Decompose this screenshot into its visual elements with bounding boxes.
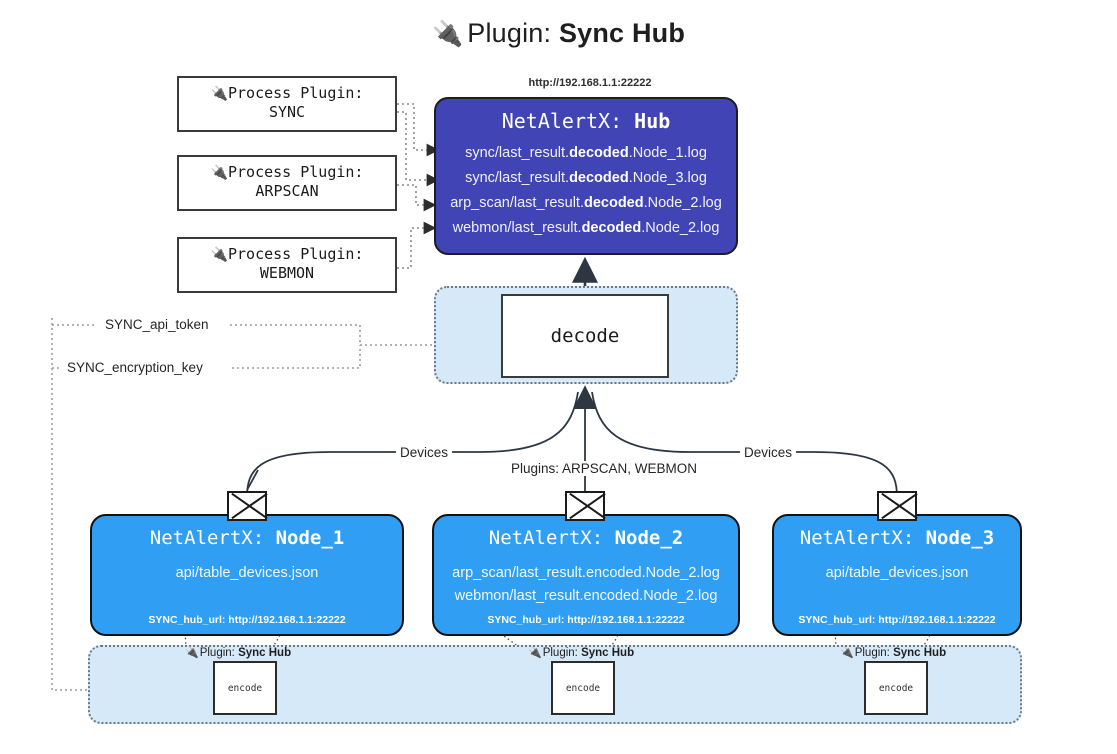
process-plugin-webmon-line2: WEBMON bbox=[259, 264, 315, 283]
plug-icon: 🔌 bbox=[185, 647, 199, 659]
encoder-2-label: 🔌Plugin: Sync Hub bbox=[528, 647, 635, 659]
process-plugin-box-webmon[interactable]: 🔌Process Plugin: WEBMON bbox=[177, 237, 397, 293]
node-line: webmon/last_result.encoded.Node_2.log bbox=[454, 588, 718, 605]
edge-label-plugins-center: Plugins: ARPSCAN, WEBMON bbox=[507, 461, 702, 476]
node-3-footer: SYNC_hub_url: http://192.168.1.1:22222 bbox=[798, 614, 996, 626]
wire-label-sync-api-token: SYNC_api_token bbox=[101, 317, 213, 332]
wire-arpscan-to-hub-log bbox=[397, 184, 437, 212]
plug-icon: 🔌 bbox=[210, 165, 228, 181]
process-plugin-sync-line2: SYNC bbox=[268, 103, 306, 122]
hub-node[interactable]: NetAlertX: Hub sync/last_result.decoded.… bbox=[434, 97, 738, 255]
hub-url-label: http://192.168.1.1:22222 bbox=[528, 77, 652, 89]
node-2-lines: arp_scan/last_result.encoded.Node_2.log … bbox=[434, 562, 738, 609]
node-line: arp_scan/last_result.encoded.Node_2.log bbox=[452, 565, 720, 581]
node-box-node-3[interactable]: NetAlertX: Node_3 api/table_devices.json… bbox=[772, 514, 1022, 636]
hub-log-line: sync/last_result.decoded.Node_1.log bbox=[465, 145, 707, 161]
hub-log-line: arp_scan/last_result.decoded.Node_2.log bbox=[450, 194, 722, 211]
process-plugin-sync-line1: 🔌Process Plugin: bbox=[210, 84, 364, 102]
encode-box-node-2[interactable]: encode bbox=[551, 661, 615, 715]
process-plugin-box-arpscan[interactable]: 🔌Process Plugin: ARPSCAN bbox=[177, 155, 397, 211]
hub-title-name: Hub bbox=[634, 109, 671, 133]
hub-log-line: webmon/last_result.decoded.Node_2.log bbox=[452, 219, 720, 236]
node-1-title: NetAlertX: Node_1 bbox=[149, 527, 345, 549]
process-plugin-arpscan-line2: ARPSCAN bbox=[255, 182, 319, 201]
node-3-lines: api/table_devices.json bbox=[774, 562, 1020, 585]
envelope-icon bbox=[877, 491, 917, 521]
plug-icon: 🔌 bbox=[528, 647, 542, 659]
page-title: 🔌Plugin: Sync Hub bbox=[0, 18, 1117, 49]
process-plugin-webmon-line1: 🔌Process Plugin: bbox=[210, 245, 364, 263]
plug-icon: 🔌 bbox=[210, 247, 228, 263]
node-3-title: NetAlertX: Node_3 bbox=[799, 527, 995, 549]
node-1-lines: api/table_devices.json bbox=[92, 562, 402, 585]
hub-title-prefix: NetAlertX: bbox=[501, 109, 635, 133]
node-line: api/table_devices.json bbox=[825, 565, 969, 581]
node-1-footer: SYNC_hub_url: http://192.168.1.1:22222 bbox=[148, 614, 346, 626]
decode-box[interactable]: decode bbox=[501, 294, 669, 378]
encoder-1-label: 🔌Plugin: Sync Hub bbox=[185, 647, 292, 659]
node-box-node-2[interactable]: NetAlertX: Node_2 arp_scan/last_result.e… bbox=[432, 514, 740, 636]
wire-node1-envelope-stub bbox=[246, 469, 259, 491]
plug-icon: 🔌 bbox=[431, 20, 464, 48]
envelope-icon bbox=[227, 491, 267, 521]
hub-log-list: sync/last_result.decoded.Node_1.log sync… bbox=[436, 141, 736, 241]
node-2-title: NetAlertX: Node_2 bbox=[488, 527, 684, 549]
wire-label-sync-encryption-key: SYNC_encryption_key bbox=[63, 360, 207, 375]
wire-sync-to-hub-log1 bbox=[397, 103, 440, 157]
process-plugin-arpscan-line1: 🔌Process Plugin: bbox=[210, 163, 364, 181]
encode-box-node-3[interactable]: encode bbox=[864, 661, 928, 715]
wire-sync-to-hub-log2 bbox=[397, 111, 440, 187]
node-line: api/table_devices.json bbox=[175, 565, 319, 581]
process-plugin-box-sync[interactable]: 🔌Process Plugin: SYNC bbox=[177, 76, 397, 132]
hub-title: NetAlertX: Hub bbox=[436, 109, 736, 133]
node-box-node-1[interactable]: NetAlertX: Node_1 api/table_devices.json… bbox=[90, 514, 404, 636]
hub-log-line: sync/last_result.decoded.Node_3.log bbox=[465, 169, 707, 186]
page-title-prefix: Plugin: bbox=[467, 18, 559, 48]
encoder-3-label: 🔌Plugin: Sync Hub bbox=[840, 647, 947, 659]
edge-label-devices-right: Devices bbox=[740, 445, 797, 460]
edge-label-devices-left: Devices bbox=[396, 445, 453, 460]
plug-icon: 🔌 bbox=[210, 86, 228, 102]
node-2-footer: SYNC_hub_url: http://192.168.1.1:22222 bbox=[487, 614, 685, 626]
page-title-name: Sync Hub bbox=[558, 18, 686, 48]
wire-webmon-to-hub-log bbox=[397, 221, 437, 269]
plug-icon: 🔌 bbox=[840, 647, 854, 659]
envelope-icon bbox=[565, 491, 605, 521]
encode-box-node-1[interactable]: encode bbox=[213, 661, 277, 715]
